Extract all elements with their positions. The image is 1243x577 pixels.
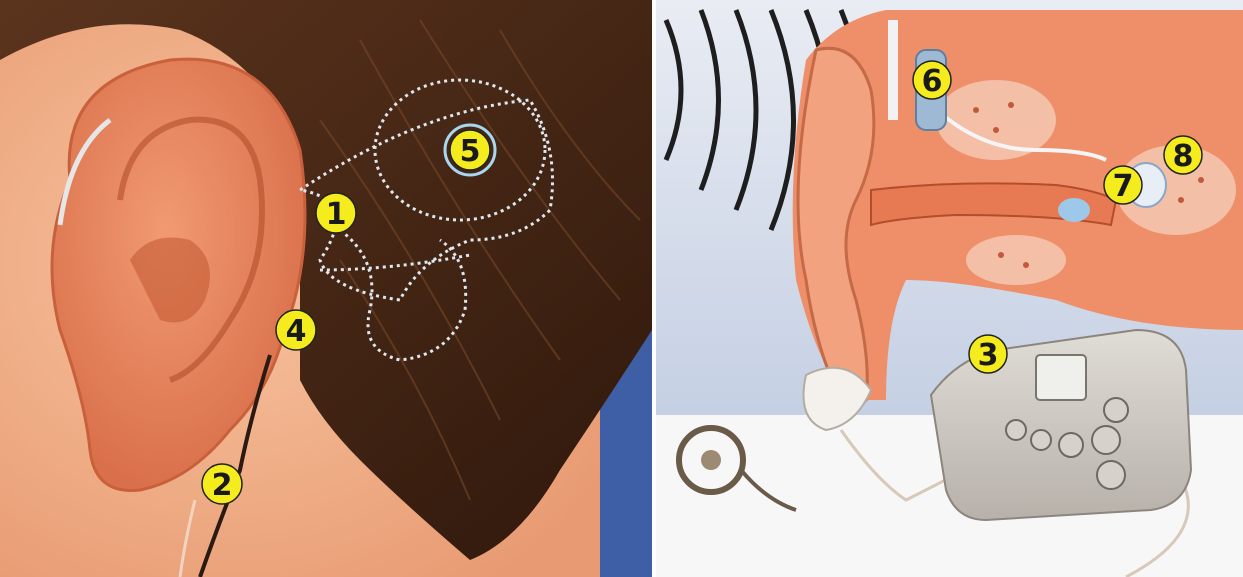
processor-knob <box>1092 426 1120 454</box>
processor-display <box>1036 355 1086 400</box>
processor-knob <box>1104 398 1128 422</box>
svg-text:8: 8 <box>1173 139 1194 174</box>
marker-1: 1 <box>316 193 356 233</box>
marker-2: 2 <box>202 464 242 504</box>
svg-text:3: 3 <box>978 338 999 373</box>
right-panel-cross-section: 3 6 7 8 <box>656 0 1243 577</box>
svg-text:7: 7 <box>1113 169 1134 204</box>
processor-button <box>1006 420 1026 440</box>
cross-section-illustration: 3 6 7 8 <box>656 0 1243 577</box>
marker-8: 8 <box>1164 136 1202 174</box>
marker-4: 4 <box>276 310 316 350</box>
marker-3: 3 <box>969 335 1007 373</box>
marker-7: 7 <box>1104 166 1142 204</box>
processor-button <box>1059 433 1083 457</box>
svg-text:5: 5 <box>460 134 481 169</box>
svg-text:2: 2 <box>212 468 233 503</box>
marker-6: 6 <box>913 61 951 99</box>
processor-button <box>1031 430 1051 450</box>
marker-5: 5 <box>450 130 490 170</box>
eardrum <box>1058 198 1090 222</box>
svg-text:4: 4 <box>286 314 307 349</box>
ear-illustration: 1 2 4 5 <box>0 0 652 577</box>
processor-knob <box>1097 461 1125 489</box>
svg-text:6: 6 <box>922 64 943 99</box>
left-panel-ear-illustration: 1 2 4 5 <box>0 0 652 577</box>
svg-text:1: 1 <box>326 197 347 232</box>
